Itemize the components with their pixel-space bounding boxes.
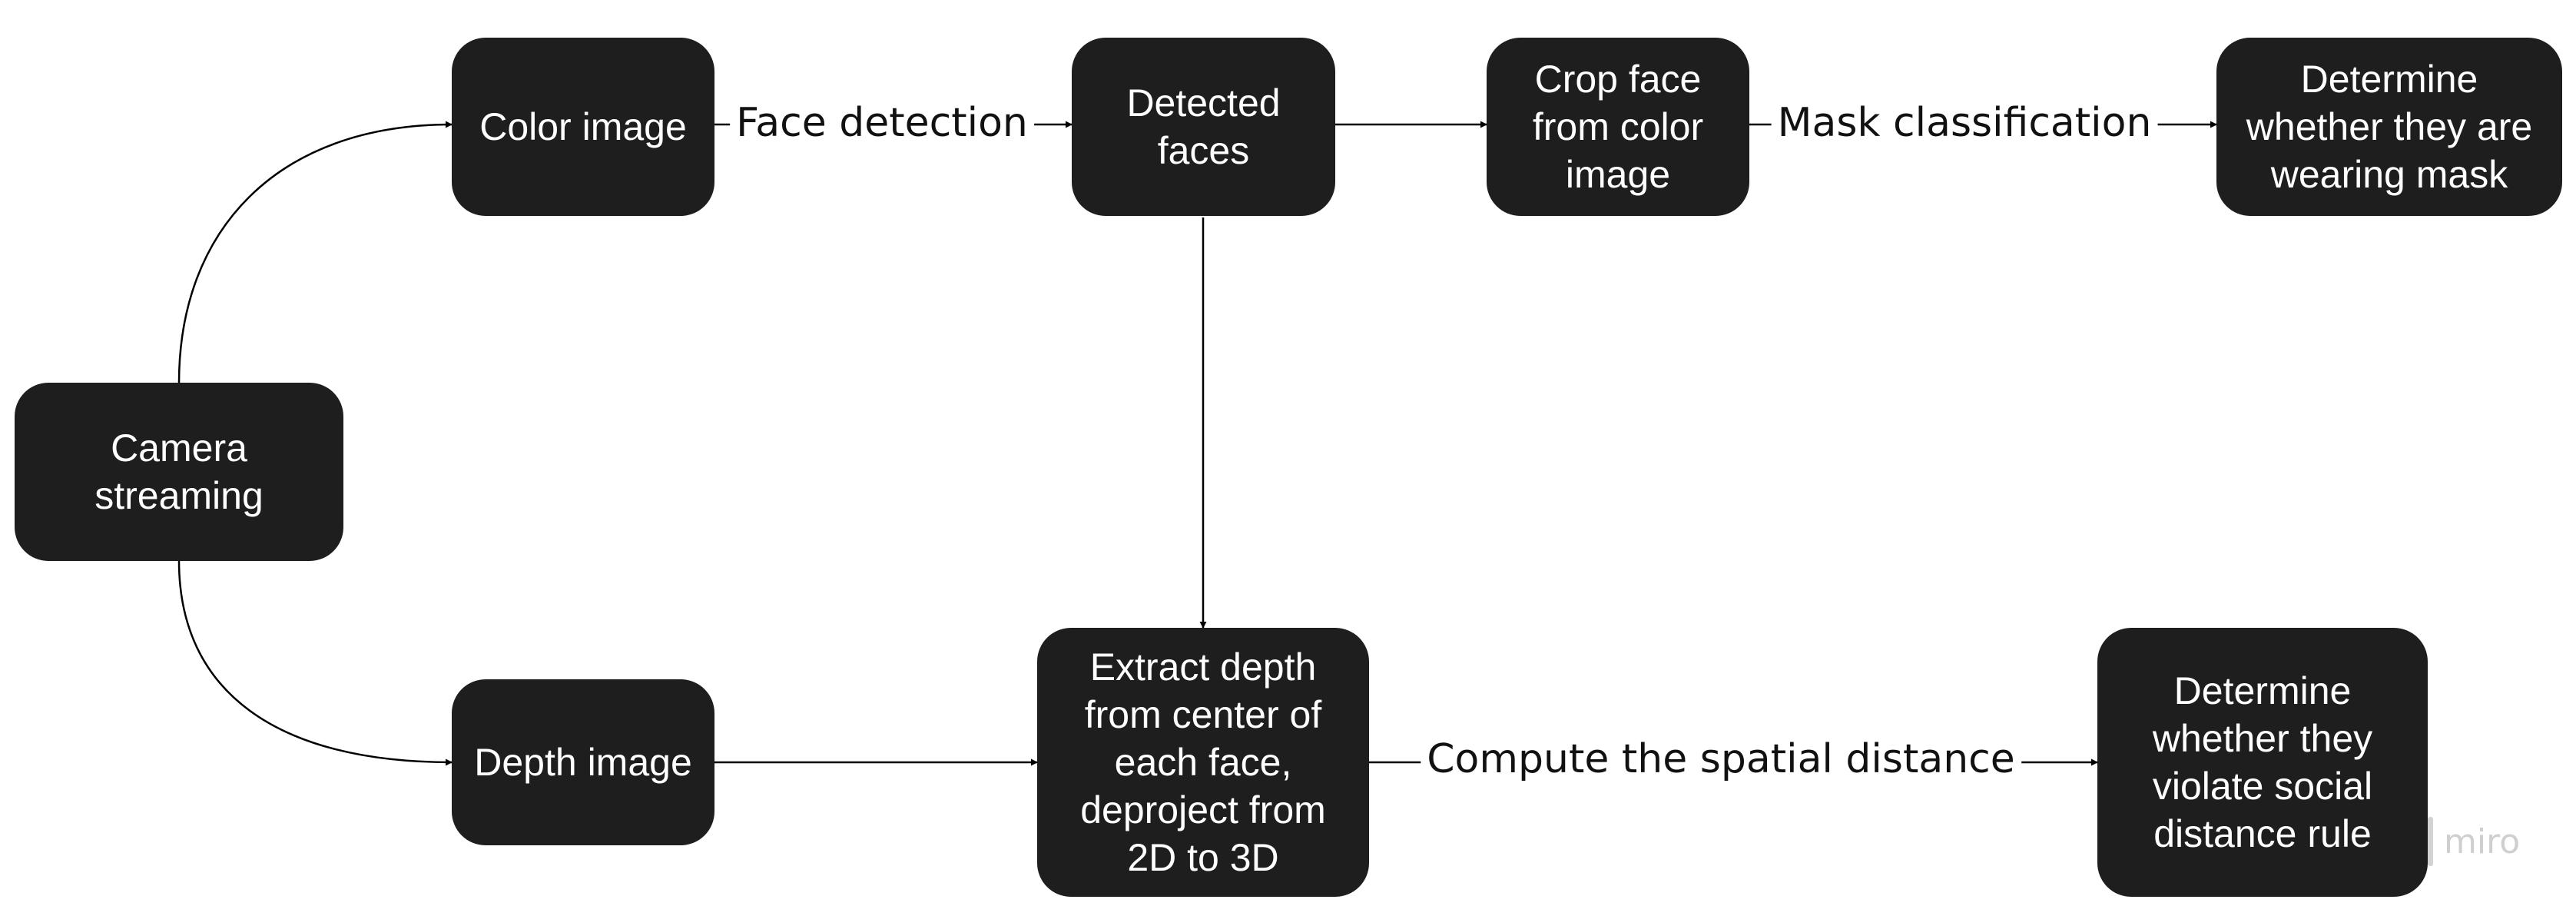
depth-image-node: Depth image	[452, 679, 714, 845]
watermark-text: miro	[2444, 821, 2521, 861]
miro-watermark: miro	[2428, 817, 2520, 866]
mask-determination-node: Determine whether they are wearing mask	[2216, 38, 2562, 216]
watermark-bar-icon	[2428, 817, 2433, 866]
edge-camera-to-depth	[177, 560, 453, 766]
extract-depth-node: Extract depth from center of each face, …	[1037, 628, 1369, 897]
camera-streaming-node: Camera streaming	[15, 383, 343, 561]
mask-classification-label: Mask classification	[1771, 98, 2158, 148]
crop-face-node: Crop face from color image	[1487, 38, 1749, 216]
detected-faces-node: Detected faces	[1072, 38, 1335, 216]
distance-determination-node: Determine whether they violate social di…	[2097, 628, 2428, 897]
color-image-node: Color image	[452, 38, 714, 216]
edge-camera-to-color	[177, 121, 453, 383]
compute-distance-label: Compute the spatial distance	[1421, 735, 2021, 784]
face-detection-label: Face detection	[730, 98, 1034, 148]
